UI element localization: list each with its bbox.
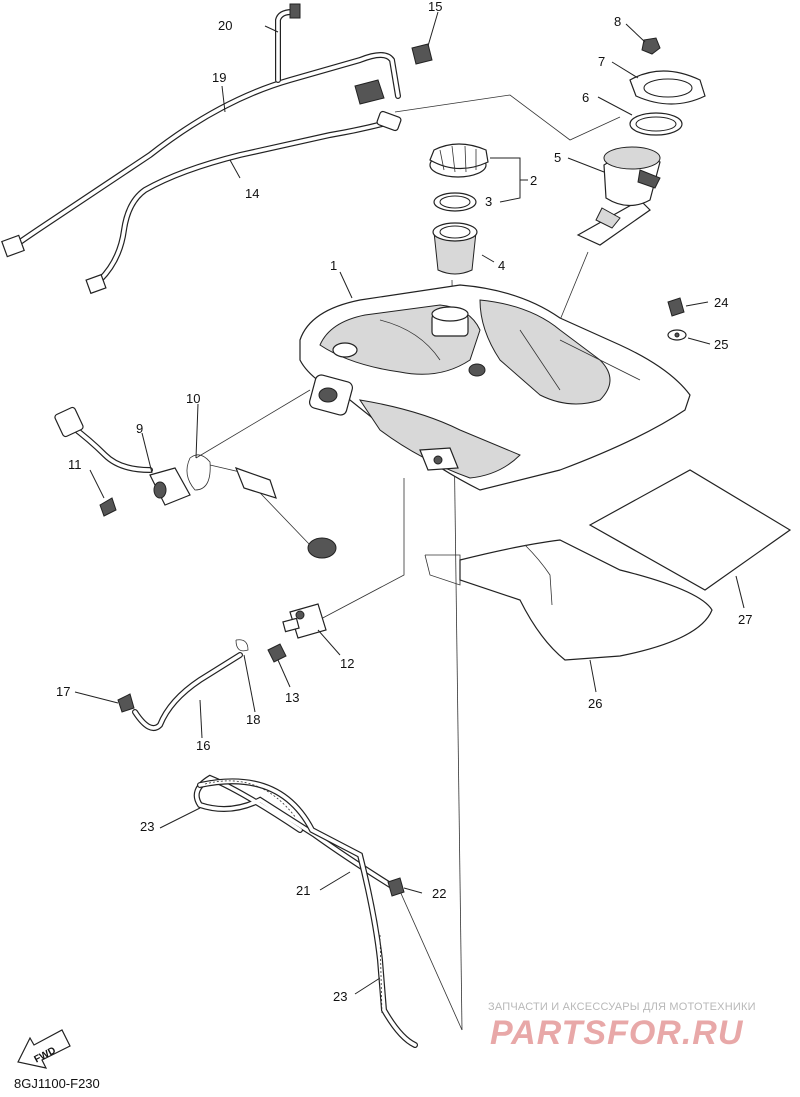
fuel-cap [429, 143, 489, 178]
leader-lines-top [394, 94, 621, 141]
callout-20: 20 [218, 18, 232, 33]
pump-nut [641, 37, 661, 55]
fuel-hose-top [85, 110, 402, 295]
hose-clip-18 [235, 639, 249, 652]
tank-protector [459, 539, 713, 661]
tank-pad [588, 469, 792, 591]
fuel-cock [282, 603, 327, 639]
callout-16: 16 [196, 738, 210, 753]
callout-8: 8 [614, 14, 621, 29]
watermark-tagline: ЗАПЧАСТИ И АКСЕССУАРЫ ДЛЯ МОТОТЕХНИКИ [488, 1001, 756, 1013]
fwd-arrow [17, 1029, 71, 1069]
callout-18: 18 [246, 712, 260, 727]
callout-19: 19 [212, 70, 226, 85]
pump-gasket [629, 112, 683, 136]
callout-11: 11 [68, 457, 82, 472]
callout-23a: 23 [140, 819, 154, 834]
callout-13: 13 [285, 690, 299, 705]
callout-14: 14 [245, 186, 259, 201]
callout-21: 21 [296, 883, 310, 898]
callout-24: 24 [714, 295, 728, 310]
screw [99, 497, 117, 517]
fuel-pump [576, 146, 661, 246]
pump-plate [629, 70, 706, 105]
callout-10: 10 [186, 391, 200, 406]
watermark-logo: PARTSFOR.RU [490, 1014, 744, 1052]
callout-25: 25 [714, 337, 728, 352]
callout-15: 15 [428, 0, 442, 14]
callout-1: 1 [330, 258, 337, 273]
hose-clip-17 [117, 693, 135, 713]
wire-harness [1, 52, 401, 258]
nut-24 [667, 297, 685, 317]
callout-2: 2 [530, 173, 537, 188]
fuel-tank [299, 284, 691, 491]
callout-3: 3 [485, 194, 492, 209]
callout-23b: 23 [333, 989, 347, 1004]
callout-22: 22 [432, 886, 446, 901]
callout-9: 9 [136, 421, 143, 436]
callout-7: 7 [598, 54, 605, 69]
callout-12: 12 [340, 656, 354, 671]
filler-seal [432, 222, 478, 275]
callout-6: 6 [582, 90, 589, 105]
leader-lines [74, 11, 745, 995]
fuel-sender [54, 406, 337, 559]
breather-hose [193, 774, 418, 1048]
clip [411, 43, 433, 65]
callout-4: 4 [498, 258, 505, 273]
callout-26: 26 [588, 696, 602, 711]
callout-27: 27 [738, 612, 752, 627]
cable-tie [275, 9, 295, 83]
clamp-22 [387, 877, 405, 897]
diagram-code: 8GJ1100-F230 [14, 1076, 100, 1091]
callout-17: 17 [56, 684, 70, 699]
bolt [267, 643, 287, 663]
callout-labels: 1 2 3 4 5 6 7 8 9 10 11 12 13 14 15 16 1… [32, 0, 752, 1066]
callout-5: 5 [554, 150, 561, 165]
